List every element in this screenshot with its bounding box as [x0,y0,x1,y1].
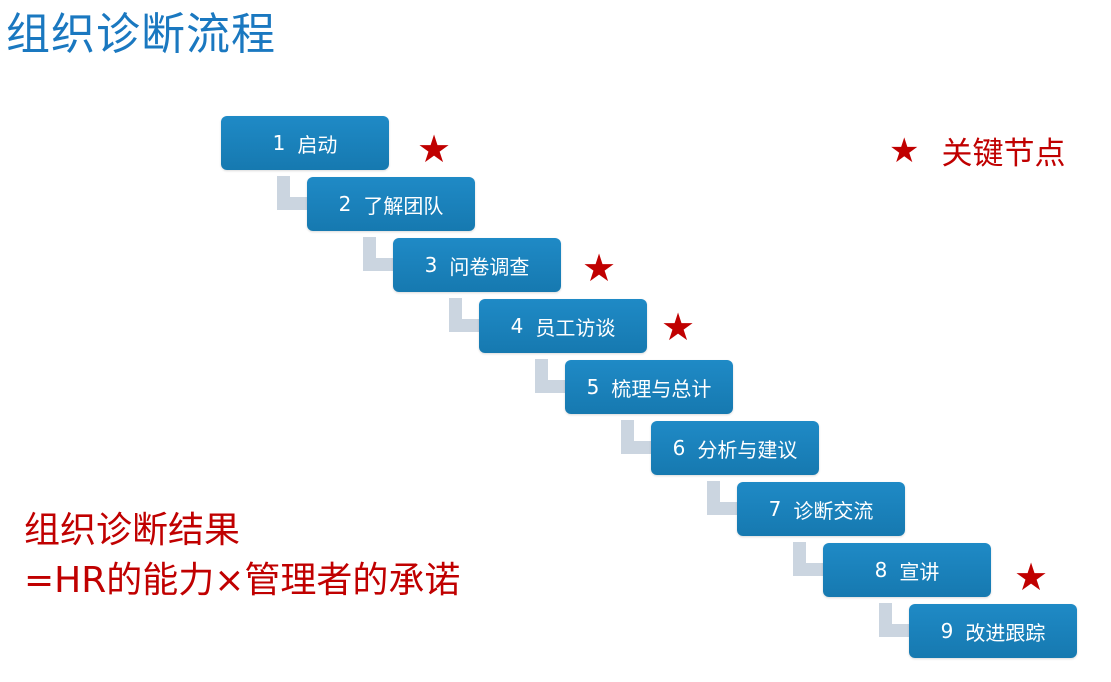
legend-label: 关键节点 [941,136,1066,172]
step-connector [449,298,479,332]
step-connector [793,542,823,576]
step-5: 5 梳理与总计 [565,360,733,414]
step-label: 梳理与总计 [611,376,712,401]
star-icon: ★ [417,127,452,171]
star-icon: ★ [889,130,920,171]
legend: ★ 关键节点 [889,128,1065,173]
star-icon: ★ [661,305,696,349]
step-label: 改进跟踪 [965,620,1046,645]
step-number: 9 [940,619,954,643]
step-label: 启动 [297,132,338,157]
step-9: 9 改进跟踪 [909,604,1077,658]
step-connector [621,420,651,454]
step-label: 宣讲 [899,559,940,584]
step-connector [879,603,909,637]
step-label: 问卷调查 [449,254,530,279]
step-1: 1 启动 [221,116,389,170]
step-connector [707,481,737,515]
step-connector [535,359,565,393]
result-line-2: =HR的能力×管理者的承诺 [24,560,461,601]
step-number: 2 [338,192,352,216]
star-icon: ★ [1014,555,1049,599]
step-number: 7 [768,497,782,521]
result-text: 组织诊断结果 =HR的能力×管理者的承诺 [24,506,460,606]
star-icon: ★ [582,246,617,290]
step-3: 3 问卷调查 [393,238,561,292]
step-4: 4 员工访谈 [479,299,647,353]
step-number: 6 [672,436,686,460]
step-label: 了解团队 [363,193,444,218]
step-connector [363,237,393,271]
step-number: 3 [424,253,438,277]
step-label: 诊断交流 [793,498,874,523]
step-connector [277,176,307,210]
step-label: 分析与建议 [697,437,798,462]
step-6: 6 分析与建议 [651,421,819,475]
step-number: 5 [586,375,600,399]
page-title: 组织诊断流程 [6,9,276,60]
step-7: 7 诊断交流 [737,482,905,536]
step-8: 8 宣讲 [823,543,991,597]
result-line-1: 组织诊断结果 [24,510,241,551]
step-number: 8 [874,558,888,582]
step-number: 4 [510,314,524,338]
step-2: 2 了解团队 [307,177,475,231]
step-label: 员工访谈 [535,315,616,340]
step-number: 1 [272,131,286,155]
